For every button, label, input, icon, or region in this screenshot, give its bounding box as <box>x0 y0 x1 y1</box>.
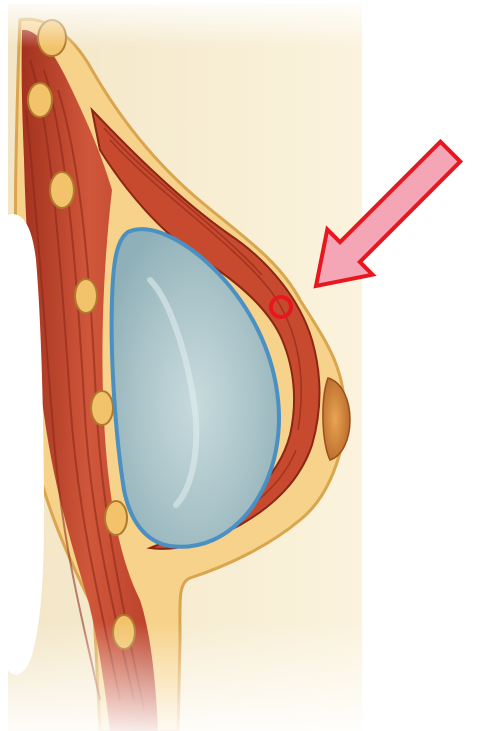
bottom-fade <box>8 4 362 731</box>
